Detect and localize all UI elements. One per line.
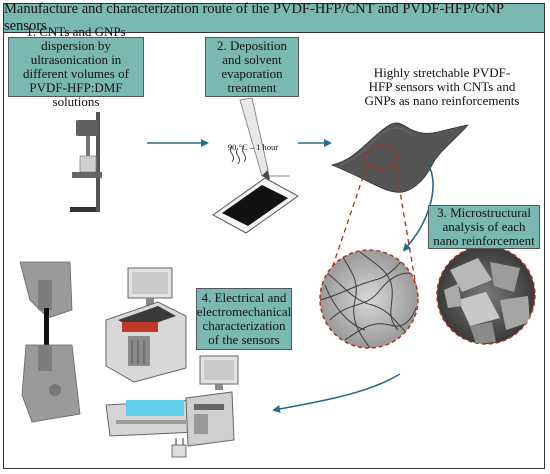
step-3-box: 3. Microstructural analysis of each nano… [428,205,540,249]
arrow-step3-to-step4 [272,373,401,413]
step-1-box: 1. CNTs and GNPs dispersion by ultrasoni… [8,25,144,109]
zoom-line-right [395,167,419,299]
measurement-station-upper-icon [105,267,187,383]
deposition-pen-icon [239,97,270,180]
ultrasonicator-icon [70,112,102,212]
hot-plate-icon [212,175,299,234]
stretchable-sensor-film-icon [330,122,470,193]
cnt-micrograph-image [319,249,419,349]
step-2-box: 2. Deposition and solvent evaporation tr… [205,37,299,97]
sensor-caption: Highly stretchable PVDF-HFP sensors with… [364,65,520,108]
treatment-label: 90 °C – 1 hour [227,142,279,152]
gnp-micrograph-image [436,245,536,345]
measurement-bench-lower-icon [105,355,239,458]
diagram-title: Manufacture and characterization route o… [3,1,545,34]
tensile-grips-icon [19,261,81,423]
zoom-line-left [321,167,367,299]
heat-waves-icon [230,145,246,165]
step-4-box: 4. Electrical and electromechanical char… [196,288,292,350]
